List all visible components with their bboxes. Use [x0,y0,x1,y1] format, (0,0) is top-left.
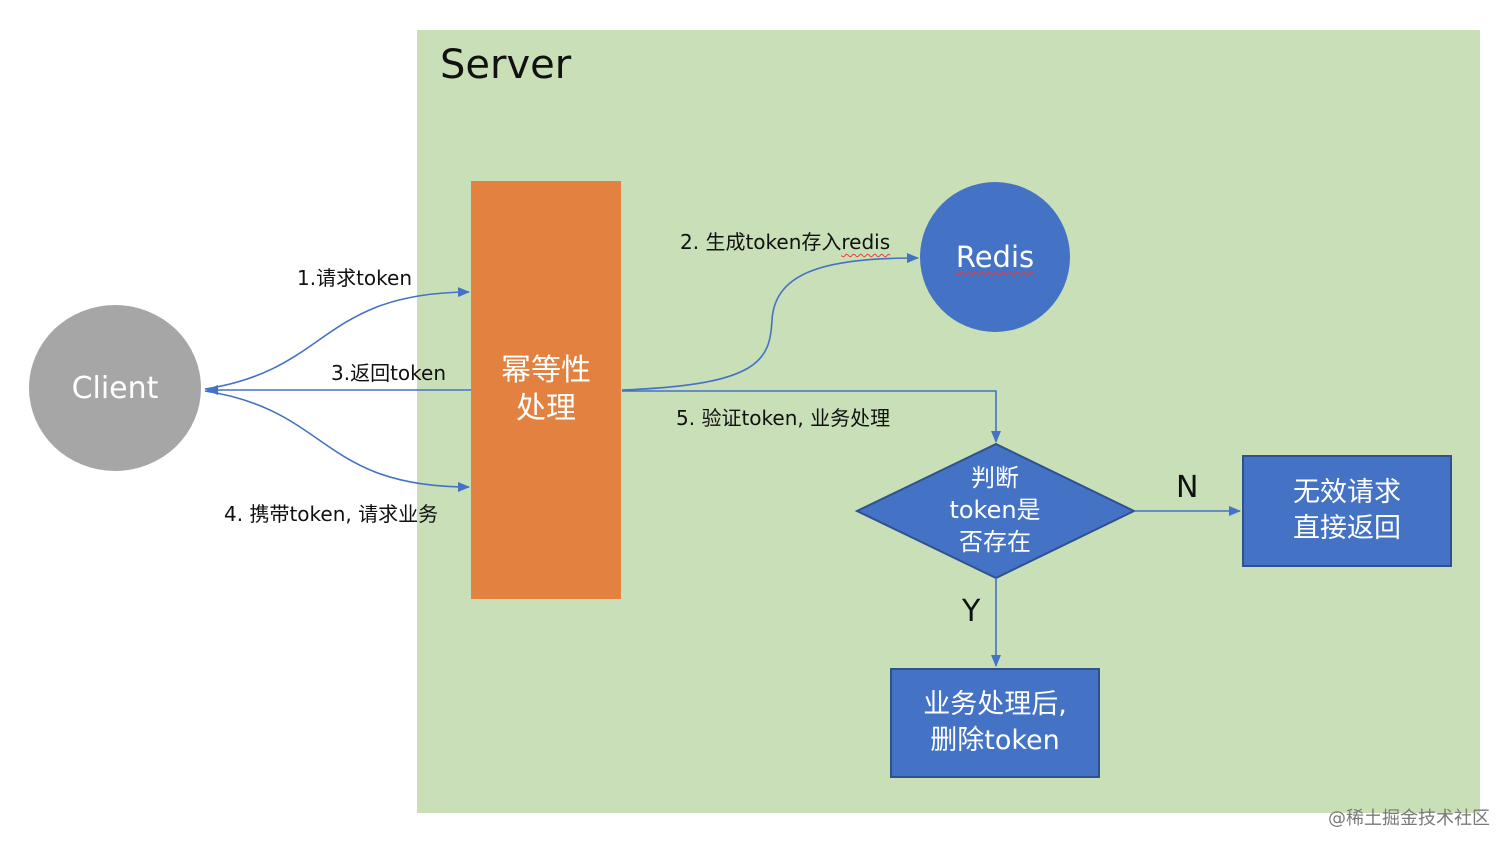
delete-token-node: 业务处理后, 删除token [890,668,1100,778]
arrow-verify-token [622,390,1001,443]
arrow-carry-token [204,390,470,492]
client-label: Client [71,370,159,406]
delete-line2: 删除token [930,725,1060,756]
redis-label: Redis [955,240,1035,274]
decision-line2: token是 [949,496,1041,524]
label-no: N [1176,470,1199,505]
decision-line1: 判断 [971,464,1019,492]
label-generate-token-redis: redis [841,230,891,254]
idempotent-node: 幂等性 处理 [471,181,621,599]
server-title: Server [440,42,572,88]
delete-line1: 业务处理后, [923,689,1067,720]
arrow-generate-token [621,253,919,391]
invalid-line1: 无效请求 [1293,477,1401,508]
client-node: Client [29,305,201,471]
watermark: @稀土掘金技术社区 [1328,808,1490,829]
invalid-request-node: 无效请求 直接返回 [1242,455,1452,567]
arrow-request-token [204,287,470,390]
decision-label: 判断 token是 否存在 [895,462,1095,558]
label-generate-token: 2. 生成token存入redis [680,226,890,255]
label-generate-token-text: 2. 生成token存入 [680,230,842,254]
invalid-line2: 直接返回 [1293,513,1401,544]
idempotent-label-line2: 处理 [516,391,576,426]
label-yes: Y [962,594,981,629]
decision-line3: 否存在 [959,528,1031,556]
label-verify-token: 5. 验证token, 业务处理 [676,406,891,430]
label-request-token: 1.请求token [297,266,413,290]
label-carry-token: 4. 携带token, 请求业务 [224,502,439,526]
label-return-token: 3.返回token [331,361,447,385]
idempotent-label-line1: 幂等性 [501,353,591,388]
redis-node: Redis [920,182,1070,332]
